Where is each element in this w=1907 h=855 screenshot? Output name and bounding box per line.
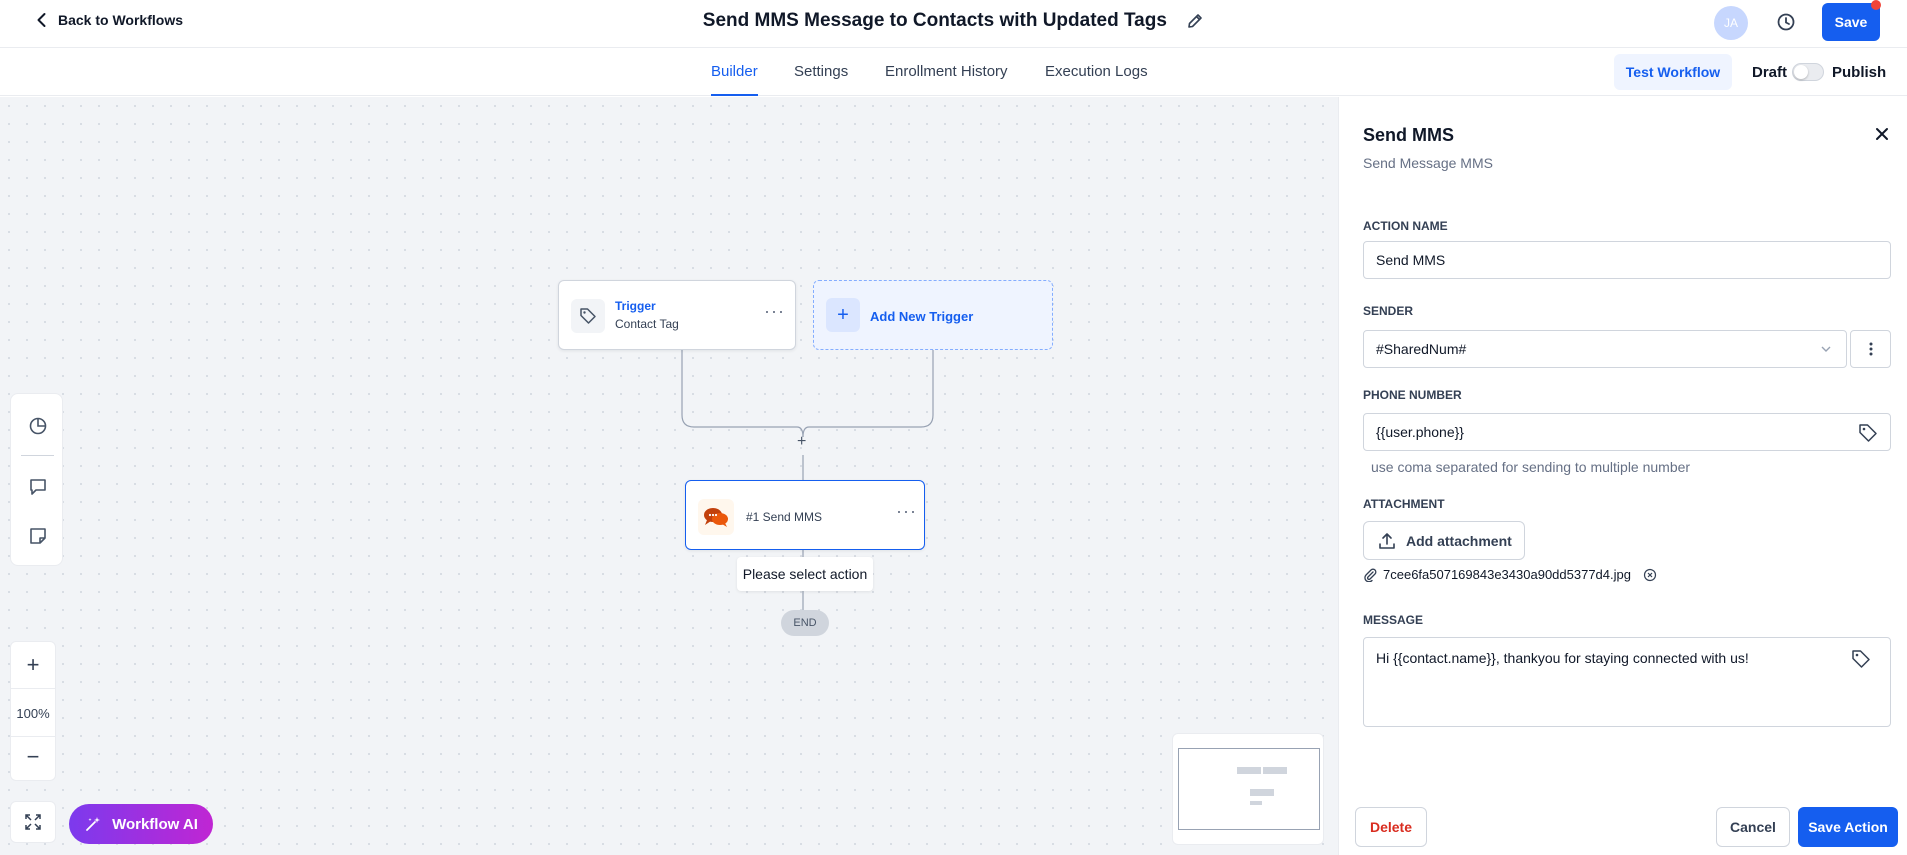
nav-bar: Builder Settings Enrollment History Exec…	[0, 48, 1907, 96]
attachment-label: ATTACHMENT	[1363, 497, 1445, 511]
back-to-workflows-link[interactable]: Back to Workflows	[34, 12, 183, 28]
action-name-input[interactable]	[1363, 241, 1891, 279]
comment-icon[interactable]	[26, 475, 50, 499]
zoom-level: 100%	[16, 705, 50, 721]
mms-icon	[698, 499, 734, 535]
flow-connectors	[681, 350, 934, 610]
trigger-more-icon[interactable]: ···	[764, 301, 785, 321]
action-panel: Send MMS Send Message MMS ACTION NAME SE…	[1338, 97, 1907, 855]
chevron-down-icon	[1821, 346, 1831, 352]
cancel-button[interactable]: Cancel	[1716, 807, 1790, 847]
attached-file: 7cee6fa507169843e3430a90dd5377d4.jpg	[1363, 567, 1657, 582]
add-attachment-label: Add attachment	[1406, 532, 1512, 549]
test-workflow-button[interactable]: Test Workflow	[1614, 54, 1732, 90]
end-node: END	[781, 610, 829, 636]
trigger-subtitle: Contact Tag	[615, 317, 679, 331]
action-label: #1 Send MMS	[746, 510, 823, 524]
message-textarea[interactable]: Hi {{contact.name}}, thankyou for stayin…	[1363, 637, 1891, 727]
close-icon[interactable]	[1873, 125, 1891, 143]
magic-wand-icon	[86, 817, 101, 831]
canvas-toolbox	[10, 393, 63, 566]
remove-file-icon[interactable]	[1643, 568, 1657, 582]
expand-icon	[25, 814, 41, 830]
phone-helper-text: use coma separated for sending to multip…	[1371, 459, 1691, 475]
draft-label: Draft	[1752, 64, 1788, 81]
message-label: MESSAGE	[1363, 613, 1424, 627]
phone-number-label: PHONE NUMBER	[1363, 388, 1462, 402]
add-new-trigger-button[interactable]: + Add New Trigger	[813, 280, 1053, 350]
tag-icon	[571, 299, 605, 333]
action-more-icon[interactable]: ···	[896, 501, 917, 521]
action-name-label: ACTION NAME	[1363, 219, 1448, 233]
add-attachment-button[interactable]: Add attachment	[1363, 521, 1525, 560]
tab-builder[interactable]: Builder	[711, 63, 758, 96]
sender-select[interactable]: #SharedNum#	[1363, 330, 1847, 368]
minimap-node	[1250, 789, 1274, 796]
phone-number-input[interactable]: {{user.phone}}	[1363, 413, 1891, 451]
workflow-title: Send MMS Message to Contacts with Update…	[0, 10, 1907, 32]
fit-view-button[interactable]	[10, 801, 56, 843]
tab-enrollment-history[interactable]: Enrollment History	[885, 63, 1008, 80]
pencil-icon[interactable]	[1186, 12, 1204, 30]
publish-toggle[interactable]	[1792, 63, 1824, 81]
workflow-ai-label: Workflow AI	[112, 815, 198, 833]
chevron-left-icon	[37, 13, 46, 27]
toggle-knob	[1794, 65, 1808, 79]
sender-value: #SharedNum#	[1376, 341, 1467, 357]
workflow-title-text: Send MMS Message to Contacts with Update…	[702, 10, 1167, 31]
top-bar: Back to Workflows Send MMS Message to Co…	[0, 0, 1907, 48]
workflow-ai-button[interactable]: Workflow AI	[69, 804, 213, 844]
plus-icon: +	[826, 298, 860, 332]
add-trigger-label: Add New Trigger	[870, 309, 974, 324]
tag-icon[interactable]	[1851, 649, 1871, 669]
zoom-in-button[interactable]: +	[26, 652, 40, 677]
tab-execution-logs[interactable]: Execution Logs	[1045, 63, 1148, 80]
delete-button[interactable]: Delete	[1355, 807, 1427, 847]
sticky-note-icon[interactable]	[26, 524, 50, 548]
kebab-icon	[1869, 342, 1872, 356]
paperclip-icon	[1364, 568, 1377, 582]
minimap-node	[1250, 801, 1262, 805]
publish-label: Publish	[1832, 64, 1887, 81]
upload-icon	[1379, 532, 1395, 549]
history-icon[interactable]	[1775, 11, 1797, 33]
panel-subtitle: Send Message MMS	[1363, 155, 1493, 171]
select-action-tooltip: Please select action	[737, 557, 873, 591]
add-step-button[interactable]: +	[797, 433, 807, 450]
attached-file-name: 7cee6fa507169843e3430a90dd5377d4.jpg	[1383, 567, 1631, 582]
avatar[interactable]: JA	[1714, 6, 1748, 40]
stats-icon[interactable]	[26, 414, 50, 438]
zoom-out-button[interactable]: −	[26, 744, 40, 769]
save-action-button[interactable]: Save Action	[1798, 807, 1898, 847]
zoom-divider	[11, 736, 55, 737]
tag-icon[interactable]	[1858, 423, 1878, 443]
minimap-node	[1263, 767, 1287, 774]
minimap-viewport	[1178, 748, 1320, 830]
zoom-controls: + 100% −	[10, 641, 56, 781]
toolbox-divider	[21, 455, 54, 456]
unsaved-indicator	[1871, 0, 1881, 10]
panel-title: Send MMS	[1363, 125, 1455, 145]
trigger-node[interactable]: Trigger Contact Tag ···	[558, 280, 796, 350]
minimap-node	[1237, 767, 1261, 774]
back-label: Back to Workflows	[58, 12, 183, 28]
avatar-initials: JA	[1723, 16, 1738, 30]
zoom-divider	[11, 688, 55, 689]
trigger-title: Trigger	[615, 299, 656, 313]
tab-settings[interactable]: Settings	[794, 63, 849, 80]
action-node[interactable]: #1 Send MMS ···	[685, 480, 925, 550]
phone-number-value: {{user.phone}}	[1376, 424, 1464, 440]
workflow-canvas[interactable]: Trigger Contact Tag ··· + Add New Trigge…	[0, 97, 1338, 855]
sender-label: SENDER	[1363, 304, 1414, 318]
sender-options-button[interactable]	[1850, 330, 1891, 368]
minimap[interactable]	[1172, 733, 1324, 845]
save-button[interactable]: Save	[1822, 3, 1880, 41]
